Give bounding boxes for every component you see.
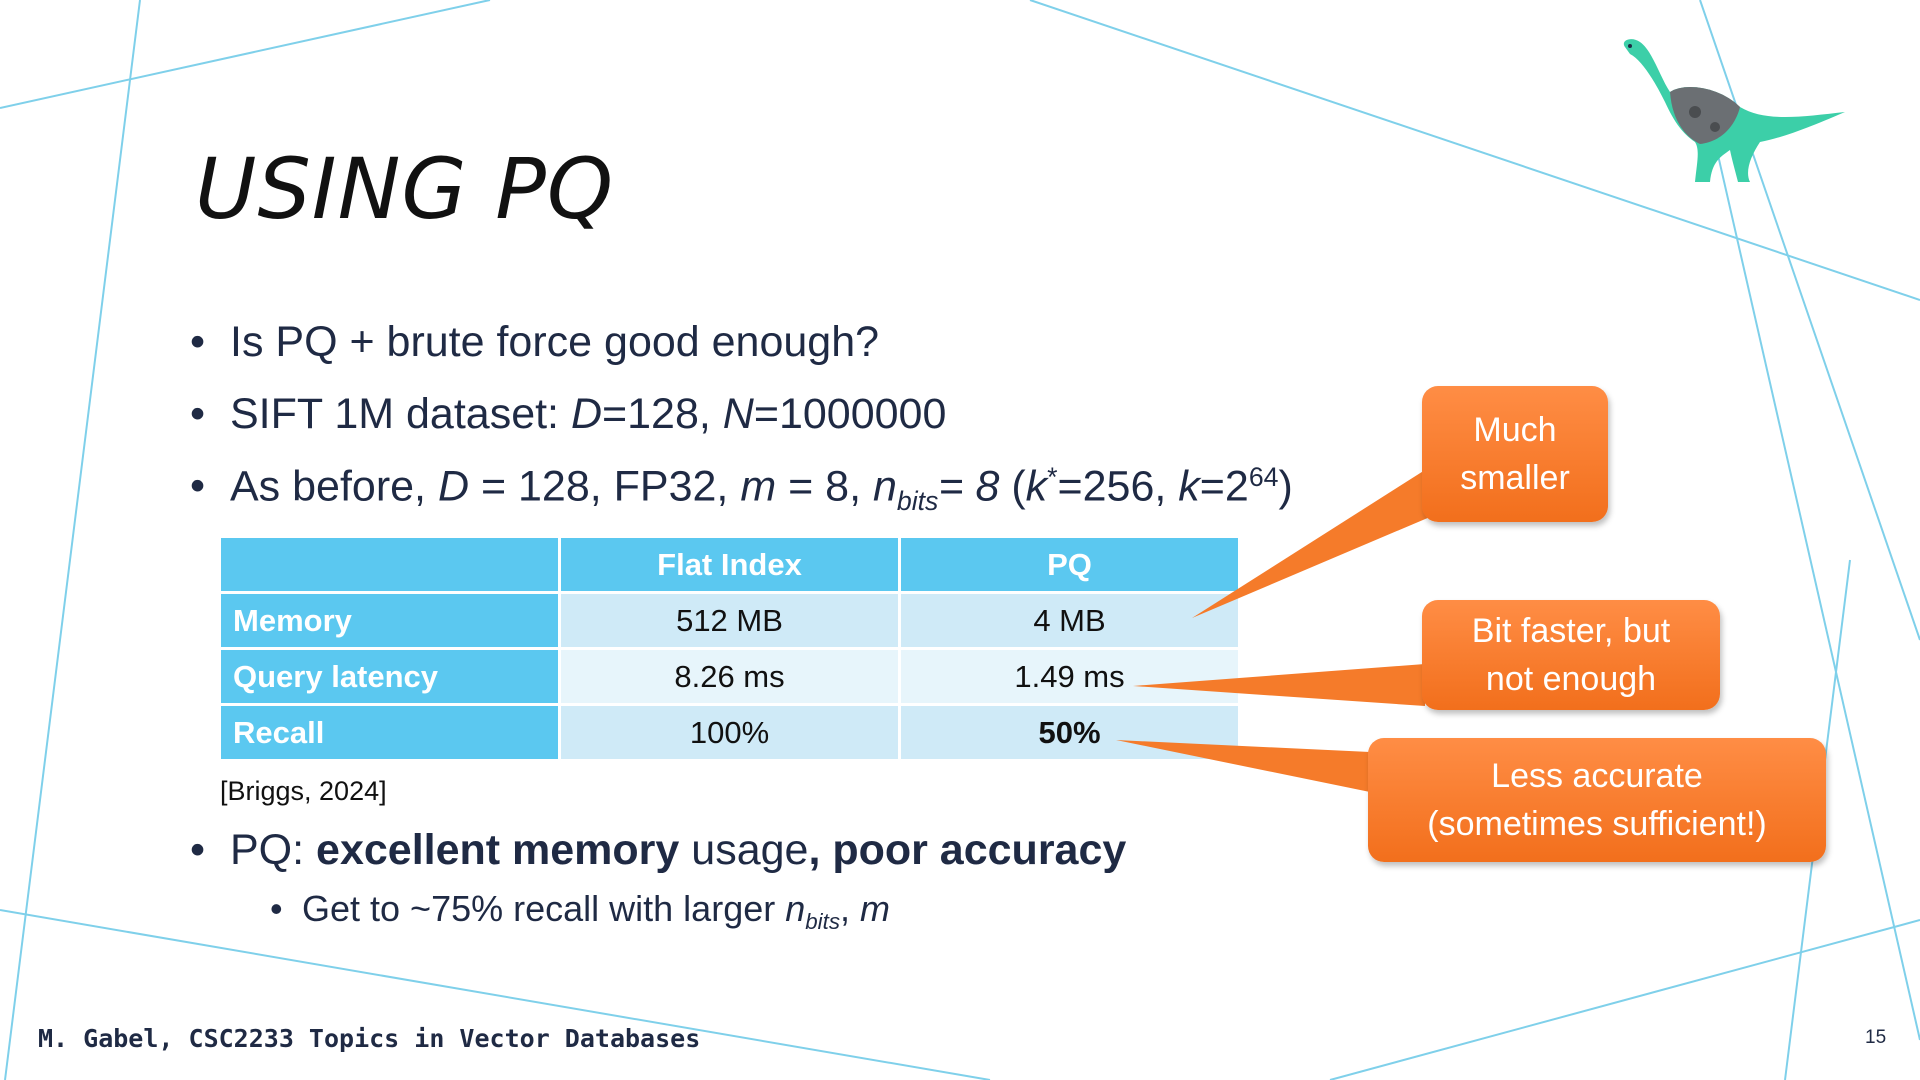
bullet-glyph: • bbox=[190, 390, 206, 438]
table-row-label: Recall bbox=[221, 706, 558, 759]
callout-pointer-1 bbox=[1192, 470, 1470, 618]
bullet-1-text: Is PQ + brute force good enough? bbox=[230, 318, 880, 366]
table-header-cell: PQ bbox=[901, 538, 1238, 591]
slide-title: USING PQ bbox=[195, 140, 614, 238]
callout-less-accurate: Less accurate(sometimes sufficient!) bbox=[1368, 738, 1826, 862]
table-header-cell bbox=[221, 538, 558, 591]
table-cell: 100% bbox=[561, 706, 898, 759]
table-cell: 50% bbox=[901, 706, 1238, 759]
bullet-2-text: SIFT 1M dataset: D=128, N=1000000 bbox=[230, 390, 947, 438]
page-number: 15 bbox=[1865, 1027, 1887, 1048]
callout-pointer-2 bbox=[1133, 664, 1425, 706]
bullet-glyph: • bbox=[190, 318, 206, 366]
citation: [Briggs, 2024] bbox=[220, 776, 387, 806]
table-cell: 1.49 ms bbox=[901, 650, 1238, 703]
table-cell: 8.26 ms bbox=[561, 650, 898, 703]
table-row-label: Query latency bbox=[221, 650, 558, 703]
bullet-4-text: PQ: excellent memory usage, poor accurac… bbox=[230, 826, 1127, 874]
dinosaur-icon bbox=[1623, 39, 1845, 183]
table-row: Recall 100% 50% bbox=[221, 706, 1238, 759]
footer-author: M. Gabel, CSC2233 Topics in Vector Datab… bbox=[38, 1024, 701, 1053]
sub-bullet-1-text: Get to ~75% recall with larger nbits, m bbox=[302, 888, 891, 934]
table-cell: 512 MB bbox=[561, 594, 898, 647]
table-row: Query latency 8.26 ms 1.49 ms bbox=[221, 650, 1238, 703]
callout-pointer-3 bbox=[1116, 740, 1370, 792]
bullet-glyph: • bbox=[270, 888, 283, 929]
bullet-glyph: • bbox=[190, 462, 206, 510]
table-header-cell: Flat Index bbox=[561, 538, 898, 591]
bullet-glyph: • bbox=[190, 826, 206, 874]
bullet-3-text: As before, D = 128, FP32, m = 8, nbits= … bbox=[230, 462, 1293, 516]
table-header-row: Flat Index PQ bbox=[221, 538, 1238, 591]
table-cell: 4 MB bbox=[901, 594, 1238, 647]
table-row-label: Memory bbox=[221, 594, 558, 647]
table-row: Memory 512 MB 4 MB bbox=[221, 594, 1238, 647]
comparison-table: Flat Index PQ Memory 512 MB 4 MB Query l… bbox=[218, 535, 1241, 762]
